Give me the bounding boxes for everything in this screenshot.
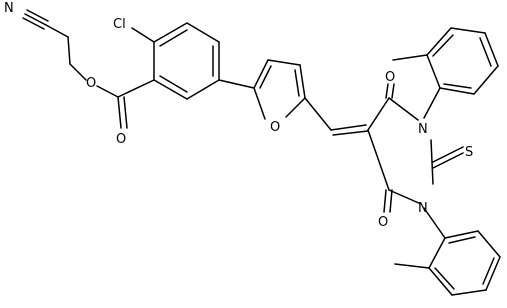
thione-sulfur-label: S — [465, 145, 473, 160]
lower-tolyl-ring — [394, 207, 501, 296]
aryl-furan-bond — [218, 79, 255, 89]
atom-labels: N Cl O O O O N S N O — [4, 1, 473, 230]
ring-substituents — [383, 83, 464, 213]
ester-carbonyl — [117, 79, 155, 129]
upper-nitrogen-label: N — [418, 122, 428, 137]
furan-ring — [253, 59, 306, 120]
upper-carbonyl-oxygen-label: O — [385, 70, 395, 85]
pyrimidine-ring — [367, 97, 434, 205]
benzene-ring-chloro — [131, 22, 220, 100]
furan-oxygen-label: O — [270, 120, 280, 135]
lower-nitrogen-label: N — [418, 201, 428, 216]
lower-carbonyl-oxygen-label: O — [378, 215, 388, 230]
methylidene-bridge — [304, 97, 369, 136]
upper-tolyl-ring — [392, 27, 499, 119]
nitrogen-cyano-label: N — [4, 1, 14, 16]
ester-oxygen-label: O — [86, 76, 96, 91]
cyanomethyl-group — [22, 9, 119, 98]
chlorine-label: Cl — [113, 17, 126, 32]
carbonyl-oxygen-label: O — [116, 132, 126, 147]
